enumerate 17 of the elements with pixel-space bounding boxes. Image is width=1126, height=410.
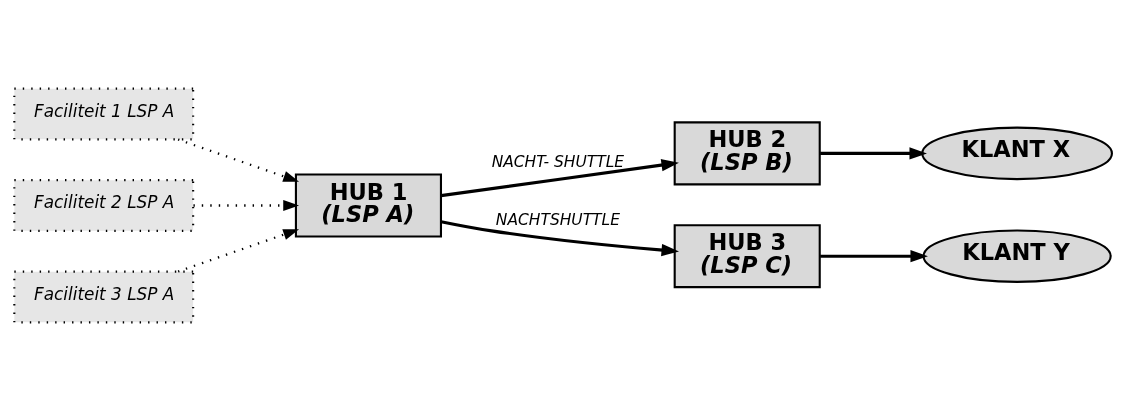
arrow bbox=[440, 158, 679, 197]
node-box: Faciliteit 1 LSP A bbox=[13, 87, 195, 140]
node-box: Faciliteit 2 LSP A bbox=[13, 178, 195, 232]
arrow bbox=[440, 219, 679, 256]
node-box: HUB 3 (LSP C) bbox=[673, 223, 821, 288]
arrow bbox=[177, 137, 300, 182]
edge-label: NACHT- SHUTTLE bbox=[491, 152, 625, 171]
arrow bbox=[177, 228, 300, 273]
node-ellipse: KLANT X bbox=[921, 126, 1113, 180]
node-box: HUB 1 (LSP A) bbox=[294, 172, 442, 238]
node-box: HUB 2 (LSP B) bbox=[673, 120, 821, 185]
arrow bbox=[820, 146, 927, 160]
node-box: Faciliteit 3 LSP A bbox=[13, 270, 195, 323]
node-ellipse: KLANT Y bbox=[922, 228, 1112, 283]
arrow bbox=[193, 199, 300, 211]
edge-label: NACHTSHUTTLE bbox=[495, 210, 620, 229]
arrow bbox=[820, 249, 928, 262]
